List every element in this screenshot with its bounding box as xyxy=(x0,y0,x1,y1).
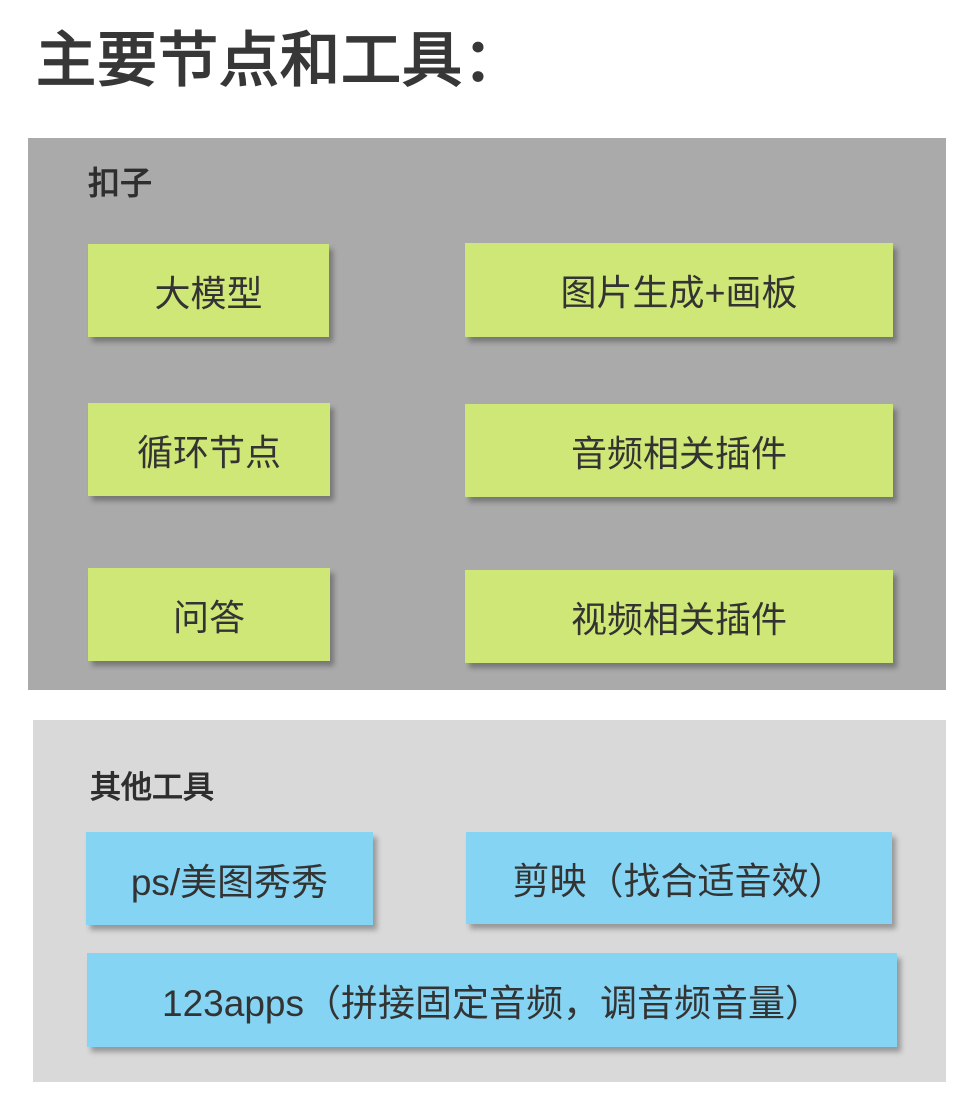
section-other-tools-label: 其他工具 xyxy=(90,770,214,805)
section-coze-label: 扣子 xyxy=(88,165,153,201)
page-title: 主要节点和工具： xyxy=(36,27,524,94)
section-coze: 扣子 大模型 图片生成+画板 循环节点 音频相关插件 问答 视频相关插件 xyxy=(28,138,946,690)
node-loop: 循环节点 xyxy=(88,403,330,496)
node-jianying: 剪映（找合适音效） xyxy=(466,832,892,924)
node-video-plugins: 视频相关插件 xyxy=(465,570,893,663)
node-image-generation-canvas: 图片生成+画板 xyxy=(465,243,893,337)
node-large-model: 大模型 xyxy=(88,244,329,337)
node-123apps: 123apps（拼接固定音频，调音频音量） xyxy=(87,953,897,1047)
node-ps-meitu: ps/美图秀秀 xyxy=(86,832,373,925)
node-audio-plugins: 音频相关插件 xyxy=(465,404,893,497)
section-other-tools: 其他工具 ps/美图秀秀 剪映（找合适音效） 123apps（拼接固定音频，调音… xyxy=(33,720,946,1082)
node-qa: 问答 xyxy=(88,568,330,661)
